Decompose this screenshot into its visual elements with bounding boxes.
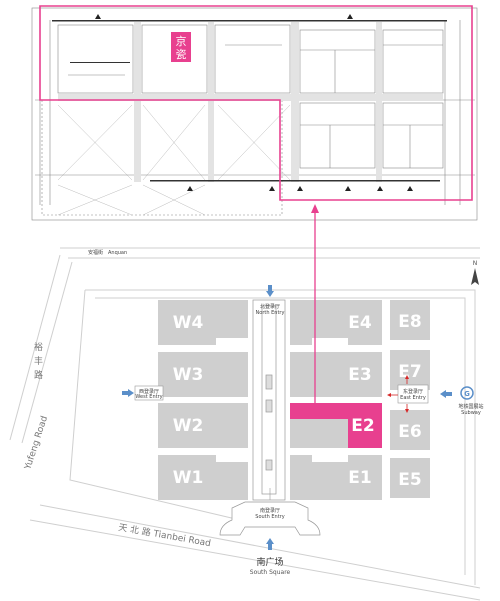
west-entry-label-cn: 西登录厅	[139, 388, 159, 395]
hall-e1[interactable]	[290, 455, 382, 500]
hall-e2-highlight-side	[348, 403, 382, 448]
hall-w4[interactable]	[158, 300, 248, 345]
hall-e7[interactable]	[390, 350, 430, 390]
red-arrow-left-icon	[387, 393, 391, 397]
south-entry: 南登录厅 South Entry 南广场 South Square	[219, 488, 321, 576]
hall-e1-label: E1	[348, 468, 371, 488]
lower-grid-area	[41, 99, 283, 216]
hall-e8[interactable]	[390, 300, 430, 340]
detailed-floor-plan	[31, 7, 478, 221]
south-entry-label-en: South Entry	[255, 514, 284, 520]
north-road-label-cn: 安福街	[88, 249, 103, 256]
east-halls: E4 E3 E2 E1	[216, 300, 382, 500]
west-road-label: 裕 丰 路 Yufeng Road	[23, 341, 50, 472]
south-square-label-cn: 南广场	[256, 556, 283, 568]
svg-text:丰: 丰	[34, 355, 43, 367]
entry-markers	[95, 14, 413, 191]
south-entry-label-cn: 南登录厅	[260, 507, 280, 514]
roads	[9, 247, 481, 601]
svg-text:裕: 裕	[34, 341, 43, 353]
south-entry-arrow-icon	[266, 538, 274, 550]
east-entry-arrow-icon	[440, 390, 452, 398]
hall-e8-label: E8	[398, 312, 421, 332]
upper-block-1	[57, 24, 134, 94]
west-halls: W4 W3 W2 W1	[158, 300, 248, 500]
upper-block-4	[299, 29, 376, 94]
booth-label-1: 京	[176, 34, 187, 48]
north-entry-label-cn: 北登录厅	[260, 303, 280, 310]
lower-block-4	[299, 102, 376, 169]
red-arrow-up-icon	[405, 375, 409, 379]
hall-w2[interactable]	[158, 403, 248, 448]
hall-e4-label: E4	[348, 313, 372, 333]
svg-text:N: N	[473, 260, 478, 267]
hall-w3[interactable]	[158, 352, 248, 397]
hall-e4[interactable]	[290, 300, 382, 345]
svg-text:G: G	[464, 390, 470, 398]
hall-w1[interactable]	[158, 455, 248, 500]
booth-label-2: 瓷	[176, 47, 187, 61]
cross-braces	[57, 104, 291, 216]
hall-e6[interactable]	[390, 410, 430, 450]
north-road-label-en: Anquan	[108, 250, 127, 256]
east-entry-label-cn: 东登录厅	[403, 388, 423, 395]
top-corridors	[58, 22, 443, 182]
south-square-label-en: South Square	[250, 569, 291, 576]
hall-e2-label: E2	[351, 416, 374, 436]
upper-block-5	[382, 29, 444, 94]
far-east-halls: E8 E7 E6 E5	[390, 300, 430, 498]
subway-station: G 地铁国展站 Subway	[458, 386, 484, 416]
subway-label-en: Subway	[461, 410, 481, 416]
subway-icon	[460, 386, 474, 400]
west-entry: 西登录厅 West Entry	[122, 385, 164, 401]
hall-w4-label: W4	[173, 313, 204, 333]
north-entry-arrow-icon	[266, 285, 274, 297]
hall-w2-label: W2	[173, 416, 204, 436]
hall-e6-label: E6	[398, 422, 421, 442]
hall-w3-label: W3	[173, 365, 204, 385]
red-arrow-down-icon	[405, 409, 409, 413]
upper-block-2	[141, 24, 208, 94]
hall-e3-label: E3	[348, 365, 371, 385]
upper-block-3	[214, 24, 291, 94]
east-entry-label-en: East Entry	[400, 395, 426, 401]
central-corridor	[252, 299, 286, 501]
lower-block-5	[382, 102, 444, 169]
west-entry-label-en: West Entry	[135, 394, 162, 400]
svg-text:路: 路	[34, 369, 43, 381]
compass-arrow-icon	[471, 268, 479, 285]
west-entry-arrow-icon	[122, 389, 134, 397]
highlighted-booth[interactable]	[171, 32, 191, 62]
north-compass: N	[471, 260, 479, 285]
floor-plan-outline	[31, 7, 478, 221]
highlighted-hall-outline	[39, 5, 473, 201]
subway-label-cn: 地铁国展站	[458, 403, 483, 410]
hall-e5[interactable]	[390, 458, 430, 498]
connector-arrow-icon	[311, 204, 319, 213]
wall-bars	[52, 20, 447, 182]
hall-w1-label: W1	[173, 468, 204, 488]
north-entry-label-en: North Entry	[256, 310, 285, 316]
hall-e5-label: E5	[398, 470, 421, 490]
east-entry: 东登录厅 East Entry	[387, 375, 452, 413]
hall-e3[interactable]	[290, 352, 382, 397]
hall-e7-label: E7	[398, 362, 421, 382]
highlight-connector	[311, 204, 319, 403]
